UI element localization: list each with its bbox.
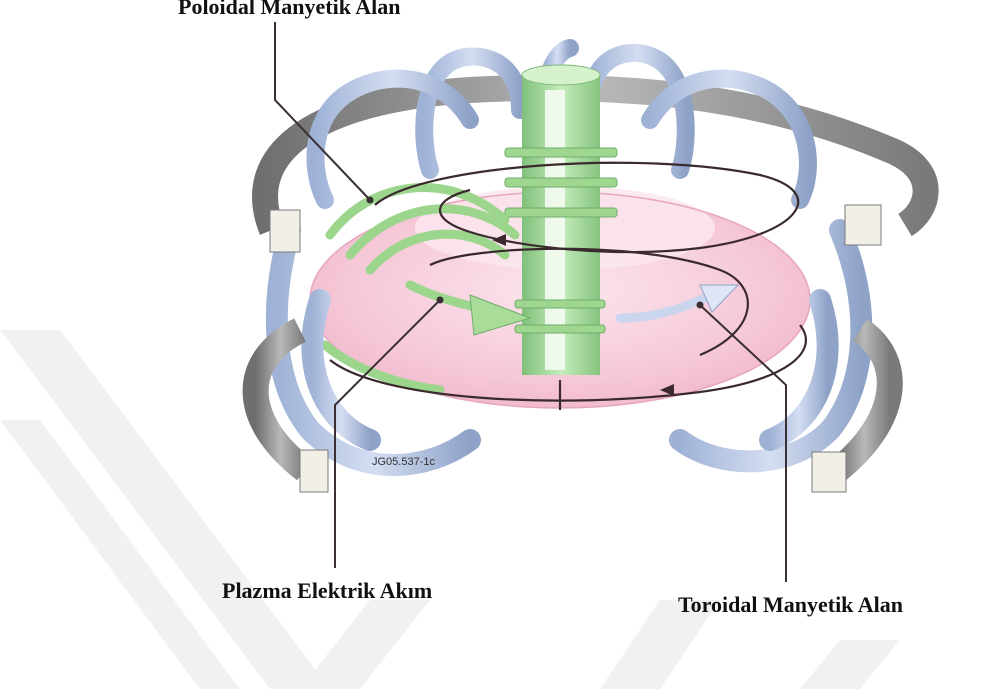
- figure-code-label: JG05.537-1c: [372, 456, 435, 468]
- poloidal-field-label: Poloidal Manyetik Alan: [178, 0, 400, 20]
- plasma-current-label: Plazma Elektrik Akım: [222, 578, 432, 604]
- toroidal-field-label: Toroidal Manyetik Alan: [678, 592, 903, 618]
